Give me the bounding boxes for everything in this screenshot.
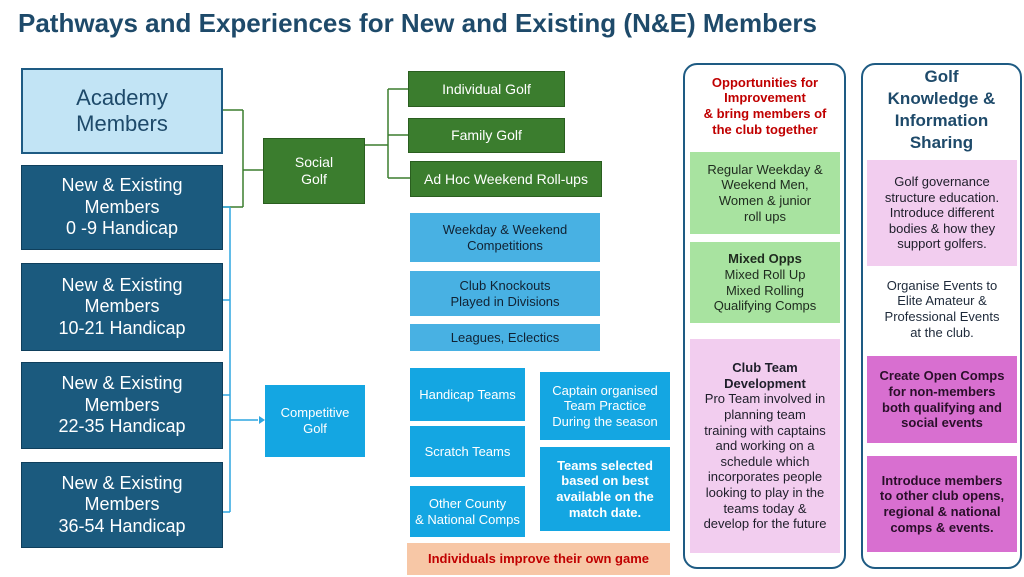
social-golf-box: Social Golf xyxy=(263,138,365,204)
weekday-weekend-competitions-box: Weekday & Weekend Competitions xyxy=(410,213,600,262)
family-golf-box: Family Golf xyxy=(408,118,565,153)
members-36-54-box: New & Existing Members 36-54 Handicap xyxy=(21,462,223,548)
members-22-35-box: New & Existing Members 22-35 Handicap xyxy=(21,362,223,449)
open-comps-box: Create Open Comps for non-members both q… xyxy=(867,356,1017,443)
knowledge-heading: Golf Knowledge & Information Sharing xyxy=(887,66,996,153)
organise-events-box: Organise Events to Elite Amateur & Profe… xyxy=(884,277,1000,340)
competitive-golf-box: Competitive Golf xyxy=(265,385,365,457)
scratch-teams-box: Scratch Teams xyxy=(410,426,525,477)
introduce-members-box: Introduce members to other club opens, r… xyxy=(867,456,1017,552)
opportunities-heading: Opportunities for Improvement & bring me… xyxy=(703,74,827,137)
ad-hoc-rollups-box: Ad Hoc Weekend Roll-ups xyxy=(410,161,602,197)
individual-golf-box: Individual Golf xyxy=(408,71,565,107)
handicap-teams-box: Handicap Teams xyxy=(410,368,525,421)
members-10-21-box: New & Existing Members 10-21 Handicap xyxy=(21,263,223,351)
other-county-national-comps-box: Other County & National Comps xyxy=(410,486,525,537)
members-0-9-box: New & Existing Members 0 -9 Handicap xyxy=(21,165,223,250)
mixed-opps-box: Mixed Opps Mixed Roll Up Mixed Rolling Q… xyxy=(690,242,840,323)
academy-members-box: Academy Members xyxy=(21,68,223,154)
governance-education-box: Golf governance structure education. Int… xyxy=(867,160,1017,266)
captain-team-practice-box: Captain organised Team Practice During t… xyxy=(540,372,670,440)
leagues-eclectics-box: Leagues, Eclectics xyxy=(410,324,600,351)
arrow-competitive xyxy=(259,416,265,424)
regular-rollups-box: Regular Weekday & Weekend Men, Women & j… xyxy=(690,152,840,234)
page-title: Pathways and Experiences for New and Exi… xyxy=(18,8,818,38)
club-knockouts-box: Club Knockouts Played in Divisions xyxy=(410,271,600,316)
teams-selected-box: Teams selected based on best available o… xyxy=(540,447,670,531)
club-team-development-box: Club Team Development Pro Team involved … xyxy=(690,339,840,553)
individuals-improve-box: Individuals improve their own game xyxy=(407,543,670,575)
